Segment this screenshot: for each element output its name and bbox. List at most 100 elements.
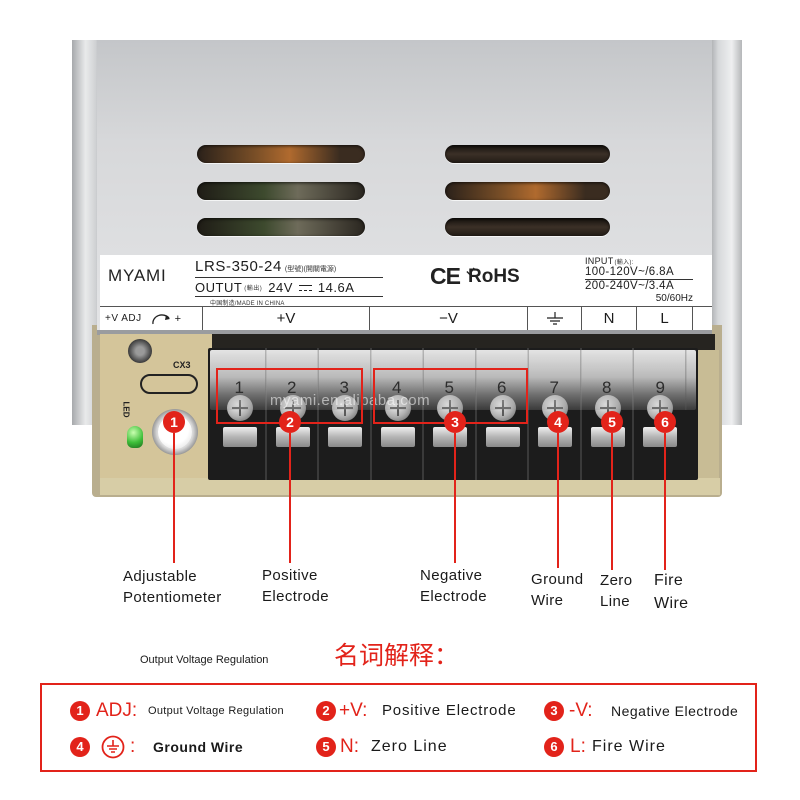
model-note: (型號)(開關電源) [284,266,337,273]
callout-marker-2: 2 [279,411,301,433]
terminal-number: 6 [497,378,507,397]
glossary-desc: Ground Wire [153,739,244,755]
callout-label-negative: Negative Electrode [420,565,487,607]
callout-marker-1: 1 [163,411,185,433]
terminal-marking-strip: +V ADJ + +V −V N L [100,306,712,330]
glossary-desc: Positive Electrode [382,702,517,719]
callout-label-line: Positive [262,567,318,584]
glossary-number: 1 [70,701,90,721]
callout-label-fire-wire: Fire Wire [654,569,688,615]
terminal-clear-cover [210,350,696,410]
pcb-bottom [100,478,720,495]
glossary-desc: Fire Wire [592,738,666,755]
output-voltage: 24V [268,280,293,295]
callout-label-line: Electrode [262,588,329,605]
spec-label: MYAMI LRS-350-24 (型號)(開關電源) OUTUT (輸出) 2… [100,255,712,307]
callout-label-line: Adjustable [123,568,198,585]
callout-label-ground: Ground Wire [531,569,583,611]
callout-marker-6: 6 [654,411,676,433]
glossary-number: 2 [316,701,336,721]
terminal-number: 9 [655,378,665,397]
live-cell: L [637,307,693,330]
dc-symbol-icon [298,284,312,291]
glossary-number: 6 [544,737,564,757]
input-note: (輸入): [614,260,634,266]
terminal-number: 1 [234,378,244,397]
neutral-cell: N [582,307,637,330]
adj-plus: + [174,312,182,325]
component-outline [140,374,198,394]
circled-ground-icon [101,735,125,759]
callout-label-positive: Positive Electrode [262,565,329,607]
cover-edge [97,330,712,335]
callout-label-line: Wire [654,595,689,612]
plus-v-cell: +V [203,307,370,330]
status-led [127,426,143,448]
model-number: LRS-350-24 [195,258,282,275]
check-icon [466,267,475,276]
glossary-number: 5 [316,737,336,757]
vent-slot [197,218,365,236]
glossary-key: +V: [339,700,368,721]
callout-line-6 [664,433,666,570]
vent-slot [445,218,610,236]
callout-line-2 [289,433,291,563]
callout-label-line: Line [600,593,630,610]
terminal-number: 4 [392,378,402,397]
vent-slot [197,145,365,163]
callout-label-line: Negative [420,567,483,584]
input-heading: INPUT(輸入): [585,256,693,266]
input-frequency: 50/60Hz [655,293,693,304]
watermark: myami.en.alibaba.com [270,392,431,409]
label-divider [195,277,383,278]
callout-marker-4: 4 [547,411,569,433]
ce-mark: CE [430,263,461,289]
glossary-desc: Output Voltage Regulation [148,705,284,717]
terminal-number: 2 [287,378,297,397]
terminal-clamp [328,427,362,447]
callout-line-5 [611,433,613,570]
rotate-clockwise-icon [151,313,170,324]
terminal-clamp [223,427,257,447]
glossary-title: 名词解释： [334,642,460,670]
brand-name: MYAMI [108,266,167,285]
minus-v-cell: −V [370,307,528,330]
terminal-number: 8 [602,378,612,397]
input-line: 100-120V~/6.8A [585,266,693,280]
terminal-clamp [380,427,415,447]
glossary-box [40,683,757,772]
label-divider [195,296,383,297]
model-row: LRS-350-24 (型號)(開關電源) [195,258,336,275]
glossary-key: -V: [569,700,593,721]
input-label: INPUT [585,256,614,266]
pcb-left [100,334,212,492]
pcb-right [697,350,719,490]
callout-label-line: Wire [531,592,564,609]
callout-marker-3: 3 [444,411,466,433]
output-rating: OUTUT (輸出) 24V 14.6A [195,280,354,295]
glossary-number: 4 [70,737,90,757]
terminal-number: 5 [444,378,454,397]
callout-label-line: Fire [654,572,684,589]
callout-label-line: Electrode [420,588,487,605]
terminal-clamp [485,427,520,447]
callout-label-line: Potentiometer [123,589,222,606]
callout-line-4 [557,433,559,568]
mounting-screw [128,339,152,363]
glossary-key: ADJ: [96,700,138,721]
output-current: 14.6A [317,280,355,295]
input-rating: INPUT(輸入): 100-120V~/6.8A 200-240V~/3.4A… [585,256,693,304]
made-in-text: 中国制造/MADE IN CHINA [210,301,285,307]
inner-shadow [205,334,715,352]
adj-label: +V ADJ [105,313,142,324]
terminal-number: 3 [339,378,349,397]
callout-label-line: Zero [600,572,633,589]
ground-icon [546,311,563,325]
glossary-number: 3 [544,701,564,721]
vent-slot [445,145,610,163]
rohs-mark: RoHS [468,266,520,287]
glossary-key: : [130,736,136,757]
terminal-number: 7 [549,378,559,397]
callout-line-3 [454,433,456,563]
